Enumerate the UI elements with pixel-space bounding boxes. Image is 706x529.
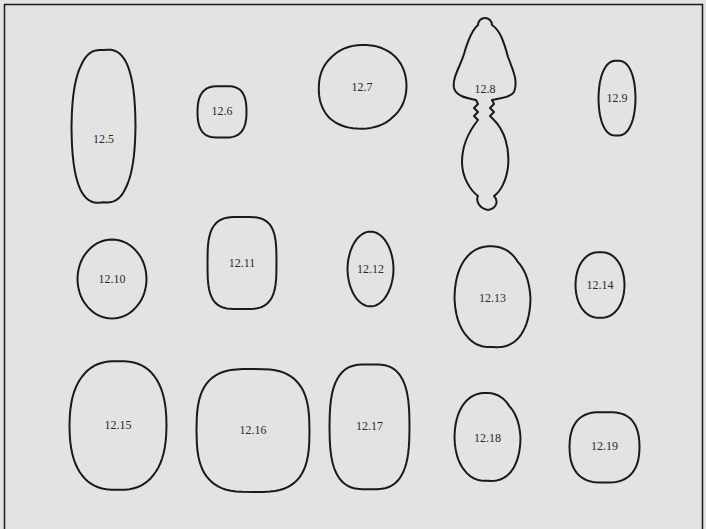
- shape-outline: [448, 12, 522, 215]
- figure-number: 12.13: [479, 291, 506, 306]
- outline-shape: 12.16: [195, 365, 311, 496]
- outline-path: [198, 86, 247, 137]
- outline-path: [330, 364, 410, 489]
- figure-number: 12.5: [93, 132, 114, 147]
- figure-number: 12.6: [212, 104, 233, 119]
- outline-path: [570, 412, 640, 482]
- outline-shape: 12.19: [568, 407, 641, 486]
- outline-path: [454, 18, 516, 210]
- outline-shape: 12.6: [196, 82, 248, 141]
- figure-number: 12.18: [474, 431, 501, 446]
- outline-shape: 12.9: [597, 56, 637, 141]
- figure-number: 12.14: [587, 278, 614, 293]
- outline-shape: 12.13: [453, 242, 532, 355]
- outline-path: [208, 217, 277, 309]
- outline-path: [197, 369, 310, 492]
- outline-shape: 12.17: [328, 359, 411, 494]
- shape-outline: [70, 40, 137, 214]
- outline-path: [70, 361, 167, 490]
- figure-number: 12.12: [357, 262, 384, 277]
- figure-number: 12.15: [105, 418, 132, 433]
- outline-path: [599, 61, 636, 136]
- figure-number: 12.11: [229, 256, 256, 271]
- outline-shape: 12.15: [68, 357, 168, 494]
- figure-number: 12.19: [591, 439, 618, 454]
- figure-number: 12.17: [356, 419, 383, 434]
- outline-shape: 12.7: [316, 43, 408, 131]
- outline-shape: 12.8: [448, 12, 522, 215]
- outline-shape: 12.5: [70, 40, 137, 214]
- outline-path: [319, 45, 407, 129]
- frame-line: [5, 5, 703, 529]
- outline-path: [72, 50, 136, 203]
- outline-path: [348, 232, 394, 307]
- outline-shape: 12.11: [206, 214, 278, 312]
- outline-shape: 12.10: [76, 238, 148, 320]
- figure-number: 12.16: [240, 423, 267, 438]
- outline-shape: 12.14: [574, 249, 626, 321]
- outline-path: [455, 393, 521, 481]
- figure-number: 12.9: [607, 91, 628, 106]
- outline-path: [576, 252, 625, 318]
- outline-shape: 12.18: [453, 389, 522, 487]
- outline-path: [78, 240, 147, 319]
- figure-number: 12.8: [475, 82, 496, 97]
- figure-number: 12.7: [352, 80, 373, 95]
- outline-shape: 12.12: [346, 229, 395, 309]
- outline-path: [455, 246, 531, 347]
- figure-number: 12.10: [99, 272, 126, 287]
